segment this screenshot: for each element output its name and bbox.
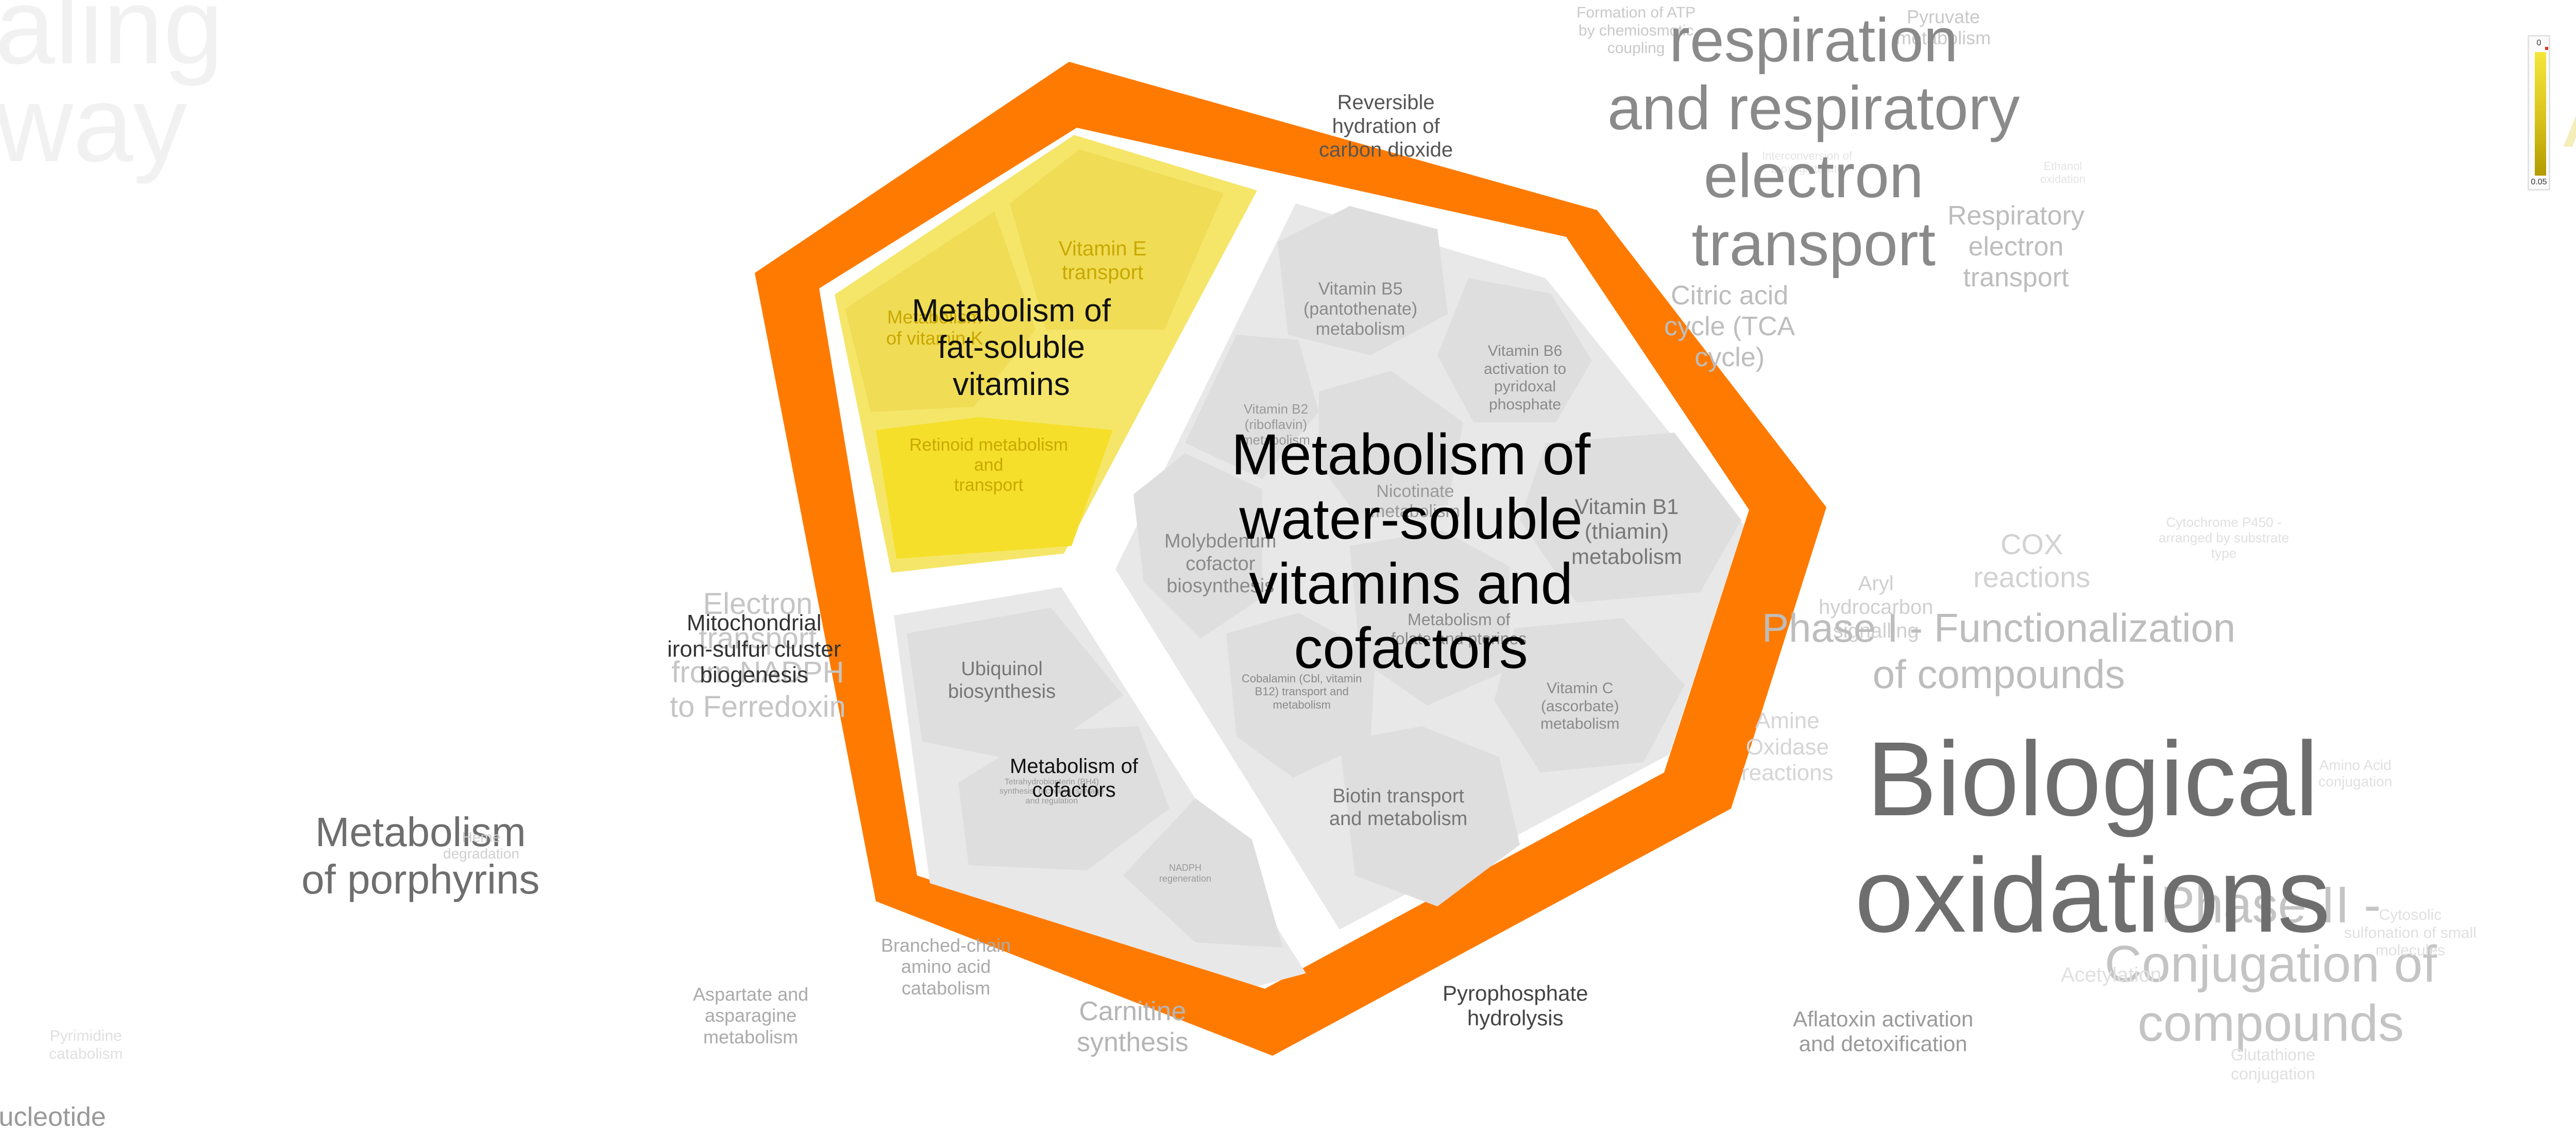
water-soluble-cell-b6[interactable] xyxy=(1437,278,1592,422)
fat-soluble-vitamin-k-label[interactable]: Metabolism of vitamin K xyxy=(886,306,984,349)
water-soluble-cell-nicotinate[interactable] xyxy=(1319,371,1463,520)
bg-label-pyrophosphate[interactable]: Pyrophosphate hydrolysis xyxy=(1443,981,1588,1031)
fat-soluble-retinoid-label[interactable]: Retinoid metabolism and transport xyxy=(909,435,1069,495)
bg-label-nucleotide[interactable]: Nucleotide xyxy=(0,1102,106,1132)
water-soluble-cobalamin-label[interactable]: Cobalamin (Cbl, vitamin B12) transport a… xyxy=(1242,672,1362,711)
bg-label-electron-transport[interactable]: Electron transport from NADPH to Ferredo… xyxy=(670,587,846,724)
water-soluble-folate-label[interactable]: Metabolism of folate and pterines xyxy=(1391,610,1527,648)
bg-label-signaling-fragment[interactable]: aling xyxy=(0,0,224,87)
water-soluble-b6-label[interactable]: Vitamin B6 activation to pyridoxal phosp… xyxy=(1484,342,1567,413)
cofactors-cell-nadph[interactable] xyxy=(1123,798,1283,948)
expression-color-scale[interactable]: 0 0.05 xyxy=(2528,35,2550,191)
bg-label-cyp-p450[interactable]: Cytochrome P450 - arranged by substrate … xyxy=(2159,514,2289,561)
water-soluble-title[interactable]: Metabolism of water-soluble vitamins and… xyxy=(1231,422,1591,681)
scale-marker xyxy=(2545,47,2548,50)
water-soluble-cell-folate[interactable] xyxy=(1350,530,1510,706)
water-soluble-b1-label[interactable]: Vitamin B1 (thiamin) metabolism xyxy=(1571,494,1682,569)
water-soluble-cell-b1[interactable] xyxy=(1520,433,1741,603)
bg-label-formation-atp[interactable]: Formation of ATP by chemiosmotic couplin… xyxy=(1577,4,1696,57)
bg-label-phase1[interactable]: Phase I - Functionalization of compounds xyxy=(1762,605,2236,697)
water-soluble-nicotinate-label[interactable]: Nicotinate metabolism xyxy=(1370,482,1460,522)
bg-label-aflatoxin[interactable]: Aflatoxin activation and detoxification xyxy=(1793,1007,1974,1056)
water-soluble-cell-b2[interactable] xyxy=(1185,335,1319,479)
bg-label-aryl[interactable]: Aryl hydrocarbon signalling xyxy=(1819,572,1934,642)
cofactors-title[interactable]: Metabolism of cofactors xyxy=(1010,755,1138,801)
bg-label-interconversion[interactable]: Interconversion of 2-oxoglutarate xyxy=(1762,149,1852,176)
water-soluble-vitamin-c-label[interactable]: Vitamin C (ascorbate) metabolism xyxy=(1540,680,1620,732)
scale-bottom-value: 0.05 xyxy=(2531,178,2547,186)
bg-label-porphyrins[interactable]: Metabolism of porphyrins xyxy=(301,809,540,902)
bg-label-right-edge[interactable]: A xyxy=(2563,62,2576,168)
bg-label-phase2[interactable]: Phase II - Conjugation of compounds xyxy=(2105,876,2437,1052)
bg-label-pathway-fragment[interactable]: way xyxy=(0,63,188,184)
fat-soluble-title[interactable]: Metabolism of fat-soluble vitamins xyxy=(912,293,1111,402)
water-soluble-cell-vitamin-c[interactable] xyxy=(1494,618,1685,772)
bg-label-citric-acid[interactable]: Citric acid cycle (TCA cycle) xyxy=(1664,281,1795,372)
scale-top-value: 0 xyxy=(2536,39,2541,47)
water-soluble-cell-biotin[interactable] xyxy=(1340,726,1520,906)
water-soluble-molybdenum-label[interactable]: Molybdenum cofactor biosynthesis xyxy=(1164,530,1277,597)
water-soluble-biotin-label[interactable]: Biotin transport and metabolism xyxy=(1329,785,1468,830)
water-soluble-b5-label[interactable]: Vitamin B5 (pantothenate) metabolism xyxy=(1303,279,1418,339)
cofactors-nadph-label[interactable]: NADPH regeneration xyxy=(1159,863,1212,884)
water-soluble-cell-cobalamin[interactable] xyxy=(1226,613,1376,778)
cofactors-cell-ubiquinol[interactable] xyxy=(907,608,1123,762)
bg-label-heme-degradation[interactable]: Heme degradation xyxy=(443,829,519,862)
cofactors-tetrahydro-label[interactable]: Tetrahydrobiopterin (BH4) synthesis, rec… xyxy=(999,778,1104,805)
bg-label-pyrimidine[interactable]: Pyrimidine catabolism xyxy=(49,1027,123,1062)
bg-label-amino-acid-conjugation[interactable]: Amino Acid conjugation xyxy=(2318,757,2393,790)
bg-label-reversible-hydration[interactable]: Reversible hydration of carbon dioxide xyxy=(1319,91,1453,161)
fat-soluble-vitamin-e-label[interactable]: Vitamin E transport xyxy=(1059,237,1147,284)
bg-label-mito-iron-sulfur[interactable]: Mitochondrial iron-sulfur cluster biogen… xyxy=(667,610,841,688)
bg-label-cytosolic-sulfonation[interactable]: Cytosolic sulfonation of small molecules xyxy=(2344,906,2477,959)
fat-soluble-cell-vitamin-e[interactable] xyxy=(1010,149,1224,330)
scale-gradient-bar xyxy=(2535,52,2546,176)
bg-label-respiration[interactable]: respiration and respiratory electron tra… xyxy=(1607,6,2020,279)
fat-soluble-cell-vitamin-k[interactable] xyxy=(845,211,1036,412)
water-soluble-cell-molybdenum[interactable] xyxy=(1133,453,1262,639)
bg-label-cox[interactable]: COX reactions xyxy=(1973,528,2091,594)
bg-label-pyruvate[interactable]: Pyruvate metabolism xyxy=(1896,6,1991,49)
bg-label-carnitine[interactable]: Carnitine synthesis xyxy=(1077,997,1189,1057)
water-soluble-b2-label[interactable]: Vitamin B2 (riboflavin) metabolism xyxy=(1242,401,1310,448)
bg-label-glutathione[interactable]: Glutathione conjugation xyxy=(2231,1045,2315,1083)
cofactors-ubiquinol-label[interactable]: Ubiquinol biosynthesis xyxy=(948,658,1056,702)
bg-label-acetylation[interactable]: Acetylation xyxy=(2061,964,2162,986)
bg-label-respiratory-sub[interactable]: Respiratory electron transport xyxy=(1947,201,2084,293)
bg-label-aspartate[interactable]: Aspartate and asparagine metabolism xyxy=(693,984,809,1048)
cofactors-cell-tetrahydrobiopterin[interactable] xyxy=(958,726,1170,870)
bg-label-amine-oxidase[interactable]: Amine Oxidase reactions xyxy=(1741,708,1834,786)
bg-label-biological-oxidations[interactable]: Biological oxidations xyxy=(1855,720,2331,954)
bg-label-ethanol[interactable]: Ethanol oxidation xyxy=(2040,160,2086,186)
water-soluble-cell-b5[interactable] xyxy=(1278,206,1448,355)
bg-label-branched-chain[interactable]: Branched-chain amino acid catabolism xyxy=(881,935,1011,999)
fat-soluble-cell-retinoid[interactable] xyxy=(876,417,1113,559)
